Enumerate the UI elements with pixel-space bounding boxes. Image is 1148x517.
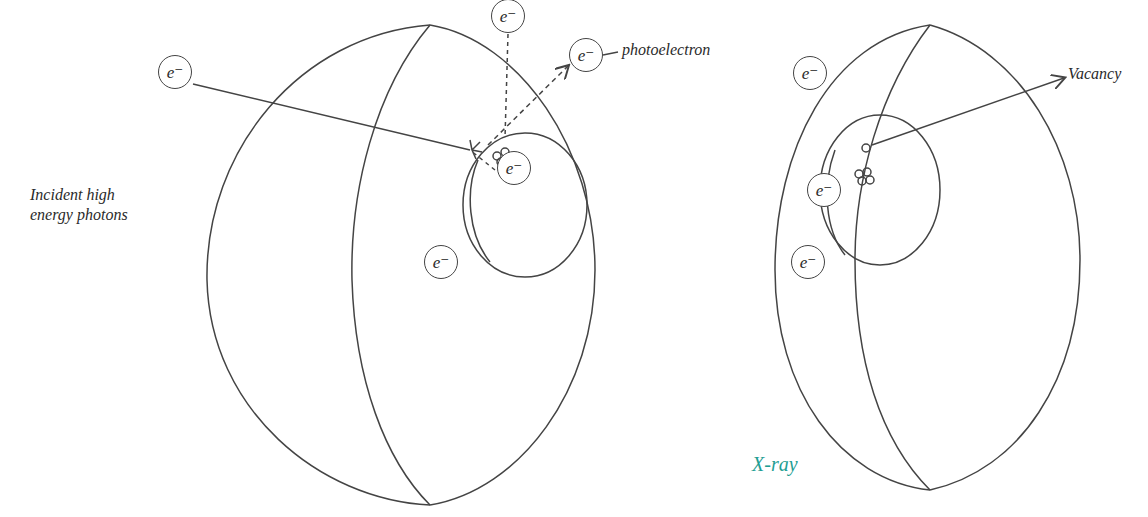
nucleon <box>863 168 871 176</box>
annotation-label: X-ray <box>752 452 798 477</box>
dashed-line <box>505 34 508 138</box>
inner-cut <box>470 160 490 262</box>
leader-line <box>872 78 1064 145</box>
cut-face-edge <box>855 25 930 490</box>
vacancy-hole <box>862 144 870 152</box>
electron-label: e⁻ <box>167 64 184 81</box>
electron-circle: e⁻ <box>807 173 841 207</box>
nucleon <box>866 176 874 184</box>
electron-circle: e⁻ <box>791 245 825 279</box>
electron-label: e⁻ <box>800 254 817 271</box>
electron-circle: e⁻ <box>497 151 531 185</box>
electron-label: e⁻ <box>433 254 450 271</box>
electron-label: e⁻ <box>802 65 819 82</box>
electron-label: e⁻ <box>506 160 523 177</box>
nucleon <box>858 177 866 185</box>
leader-line <box>603 52 618 55</box>
electron-circle: e⁻ <box>158 55 192 89</box>
ejection-arrow <box>488 66 568 145</box>
inner-shell <box>463 133 587 277</box>
annotation-label: Incident high energy photons <box>30 185 150 225</box>
outer-shell <box>207 25 430 505</box>
electron-circle: e⁻ <box>569 38 603 72</box>
annotation-label: photoelectron <box>622 40 710 60</box>
photon-line <box>193 84 470 150</box>
impact-star <box>470 140 482 159</box>
electron-label: e⁻ <box>578 47 595 64</box>
electron-circle: e⁻ <box>424 245 458 279</box>
electron-circle: e⁻ <box>793 56 827 90</box>
electron-label: e⁻ <box>816 182 833 199</box>
cut-face-rim <box>930 25 1080 490</box>
electron-label: e⁻ <box>500 8 517 25</box>
cut-face-edge <box>352 25 430 505</box>
electron-circle: e⁻ <box>491 0 525 33</box>
annotation-label: Vacancy <box>1068 64 1121 84</box>
dashed-line <box>470 150 495 170</box>
